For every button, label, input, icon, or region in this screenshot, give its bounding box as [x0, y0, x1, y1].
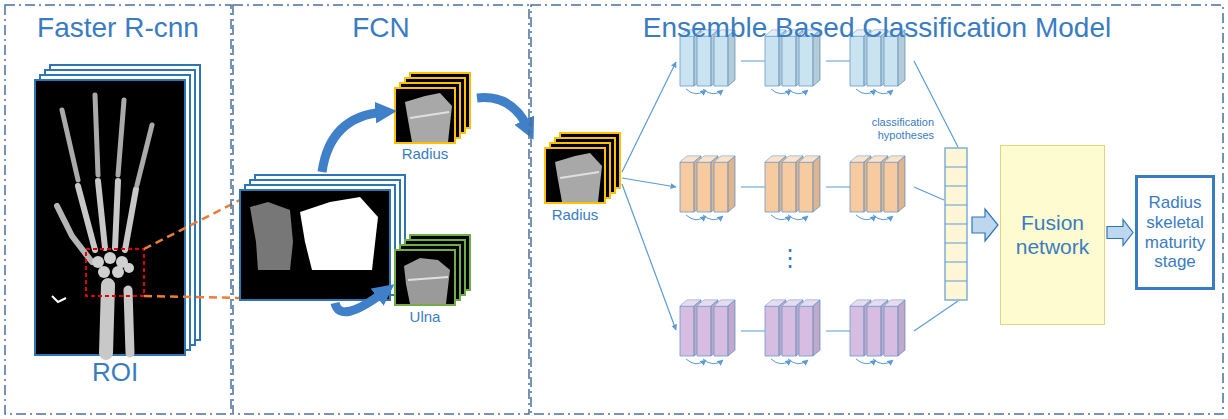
- metacarpal: [98, 181, 105, 248]
- conv-block: [680, 156, 735, 220]
- growth-plate: [410, 112, 449, 118]
- carpals: [92, 252, 134, 278]
- vector-cell: [945, 281, 967, 282]
- roi-box: [86, 249, 144, 296]
- stage-title: Ensemble Based Classification Model: [530, 12, 1224, 44]
- conv-block: [680, 300, 735, 364]
- output-line: [914, 301, 958, 331]
- radius-image: [395, 88, 455, 143]
- stage-title: FCN: [232, 12, 530, 44]
- segmentation-image: [240, 190, 390, 300]
- metacarpal: [78, 186, 95, 250]
- growth-plate: [560, 172, 599, 178]
- output-box: Radius skeletal maturity stage: [1135, 175, 1215, 290]
- ulna-mask: [250, 202, 293, 270]
- panel-outline: [530, 4, 1224, 415]
- carpal: [98, 266, 110, 278]
- input-line: [622, 62, 676, 172]
- dash-dot-border: [5, 5, 231, 414]
- hypotheses-vector: [945, 148, 967, 300]
- stage-panel: FCN: [232, 4, 530, 415]
- dash-dot-border: [531, 5, 1223, 414]
- block-link: [826, 187, 850, 188]
- conv-block: [850, 300, 905, 364]
- output-line: [914, 187, 944, 200]
- side-marker: [52, 296, 66, 302]
- ulna-bone: [404, 258, 450, 304]
- finger: [137, 125, 152, 185]
- growth-plate: [408, 277, 448, 280]
- cnn-row: [680, 156, 905, 220]
- image-label: Ulna: [385, 308, 465, 325]
- finger: [62, 110, 78, 180]
- block-link: [741, 331, 765, 332]
- block-link: [826, 331, 850, 332]
- conv-block: [850, 156, 905, 220]
- flow-arrow: [477, 98, 528, 128]
- radius-mask: [300, 197, 378, 270]
- box-label: Radius skeletal maturity stage: [1144, 193, 1206, 271]
- text-group: Fusion network: [1007, 211, 1098, 259]
- hand-bones: [57, 95, 152, 353]
- cnn-row: [680, 300, 905, 364]
- annotation-label: classification hypotheses: [850, 116, 934, 141]
- radius-bone: [555, 153, 602, 202]
- zoom-line: [144, 296, 240, 298]
- stage-panel: Ensemble Based Classification ModelFusio…: [530, 4, 1224, 415]
- zoom-line: [144, 200, 240, 249]
- block-link: [741, 187, 765, 188]
- ulna-image: [395, 250, 455, 305]
- block-arrow: [972, 209, 998, 241]
- text-group: FCN: [232, 12, 530, 44]
- dash-dot-border: [233, 5, 529, 414]
- conv-block: [765, 156, 820, 220]
- conv-block: [765, 300, 820, 364]
- flow-arrow: [322, 112, 384, 172]
- carpal: [104, 252, 116, 264]
- vector-cell: [945, 186, 967, 187]
- vector-cell: [945, 224, 967, 225]
- box-label: Fusion network: [1007, 211, 1098, 259]
- metacarpal: [125, 189, 136, 250]
- vector-cell: [945, 262, 967, 263]
- fusion-box: Fusion network: [1000, 145, 1105, 325]
- image-label: ROI: [70, 358, 160, 388]
- vector-box: [945, 148, 967, 300]
- finger: [118, 100, 124, 175]
- radius-bone: [405, 93, 452, 142]
- image-label: Radius: [385, 145, 465, 162]
- image-label: Radius: [535, 206, 615, 223]
- block-link: [741, 61, 765, 62]
- xray-image: [35, 80, 185, 355]
- stage-panel: Faster R-cnn: [4, 4, 232, 415]
- ellipsis-mark: ⋮: [775, 244, 805, 272]
- text-group: Faster R-cnn: [4, 12, 232, 44]
- vector-cell: [945, 167, 967, 168]
- stage-title: Faster R-cnn: [4, 12, 232, 44]
- vector-cell: [945, 205, 967, 206]
- vector-cell: [945, 243, 967, 244]
- block-arrow: [1107, 220, 1133, 246]
- text-group: Radius skeletal maturity stage: [1144, 193, 1206, 271]
- carpal: [124, 263, 134, 273]
- input-line: [622, 184, 676, 330]
- text-group: Ensemble Based Classification Model: [530, 12, 1224, 44]
- metacarpal: [115, 181, 118, 248]
- finger: [95, 95, 98, 175]
- flow-arrow: [335, 292, 384, 312]
- panel-outline: [4, 4, 232, 415]
- carpal: [112, 266, 124, 278]
- input-line: [622, 178, 676, 187]
- block-link: [826, 61, 850, 62]
- panel-outline: [232, 4, 530, 415]
- radius-image: [545, 148, 605, 203]
- ulna-bone: [128, 290, 130, 353]
- carpal: [92, 256, 104, 268]
